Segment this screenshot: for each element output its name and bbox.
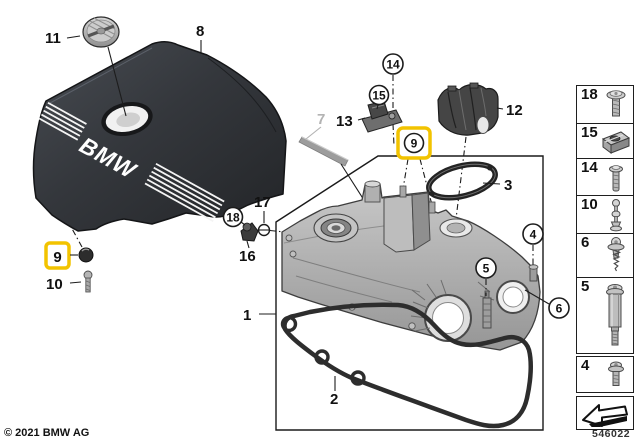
- svg-text:2: 2: [330, 391, 338, 408]
- profile-gasket-part-3: [426, 161, 498, 201]
- svg-text:18: 18: [226, 211, 240, 225]
- svg-text:3: 3: [504, 177, 512, 194]
- callout-2[interactable]: 2: [330, 376, 338, 408]
- oil-filler-hole: [101, 101, 153, 137]
- svg-text:9: 9: [53, 249, 61, 266]
- callout-8[interactable]: 8: [196, 23, 204, 53]
- copyright-text: © 2021 BMW AG: [4, 427, 90, 439]
- ball-pin-icon: [610, 198, 622, 231]
- sidebar-page-arrow[interactable]: [576, 396, 634, 430]
- callout-1[interactable]: 1: [243, 307, 276, 324]
- sidebar-cell-4[interactable]: 4: [576, 356, 634, 393]
- svg-text:4: 4: [530, 228, 537, 242]
- sidebar-cell-label: 6: [581, 233, 590, 251]
- callout-18-balloon[interactable]: 18: [222, 206, 246, 228]
- svg-text:6: 6: [556, 302, 563, 316]
- screw-part-10: [83, 270, 93, 293]
- callout-10[interactable]: 10: [46, 276, 82, 293]
- callout-17[interactable]: 17: [254, 194, 271, 223]
- sidebar-cell-label: 14: [581, 158, 598, 176]
- svg-text:10: 10: [46, 276, 63, 293]
- sidebar-cell-5[interactable]: 5: [576, 276, 634, 354]
- sidebar-cell-label: 15: [581, 123, 598, 141]
- valve-cover-part-1: [281, 180, 541, 351]
- callout-5-balloon[interactable]: 5: [475, 257, 497, 296]
- sidebar-cell-label: 10: [581, 195, 598, 213]
- sidebar-cell-6[interactable]: 6: [576, 232, 634, 279]
- assembly-frame-box: [275, 155, 544, 431]
- flange-screw-icon: [606, 90, 626, 117]
- svg-text:9: 9: [411, 137, 418, 151]
- callout-11[interactable]: 11: [45, 30, 81, 47]
- oil-filler-cap-part: [82, 16, 127, 117]
- sensor-part-16: [240, 222, 259, 242]
- svg-text:5: 5: [483, 262, 490, 276]
- callout-12[interactable]: 12: [496, 102, 523, 119]
- sidebar-cell-14[interactable]: 14: [576, 157, 634, 197]
- callout-6-balloon[interactable]: 6: [524, 289, 570, 319]
- svg-text:8: 8: [196, 23, 204, 40]
- clip-nut-icon: [601, 130, 631, 154]
- callout-7[interactable]: 7: [317, 111, 325, 128]
- sidebar-cell-label: 4: [581, 357, 590, 374]
- speed-stripes-right: [144, 162, 225, 223]
- flange-bolt-icon: [608, 361, 624, 386]
- grommet-part: [69, 224, 94, 263]
- svg-text:14: 14: [386, 58, 400, 72]
- svg-text:7: 7: [317, 111, 325, 128]
- callout-9-balloon-highlighted[interactable]: 9: [396, 126, 433, 206]
- tapping-screw-icon: [607, 236, 625, 271]
- svg-text:13: 13: [336, 113, 353, 130]
- callout-3[interactable]: 3: [482, 177, 512, 194]
- callout-13[interactable]: 13: [336, 113, 366, 130]
- vent-cover-part-12: [437, 82, 499, 220]
- svg-text:16: 16: [239, 248, 256, 265]
- svg-text:12: 12: [506, 102, 523, 119]
- screw-icon: [609, 164, 623, 191]
- diagram-number-text: 546022: [592, 428, 631, 440]
- sidebar-cell-18[interactable]: 18: [576, 85, 634, 124]
- bracket-part-13: [361, 75, 403, 147]
- callout-16[interactable]: 16: [239, 240, 256, 265]
- washer-part-17: [257, 223, 290, 237]
- callout-15-balloon[interactable]: 15: [368, 84, 390, 110]
- callout-14-balloon[interactable]: 14: [382, 53, 404, 75]
- svg-text:11: 11: [45, 30, 61, 47]
- engine-cover-part: BMW: [32, 41, 287, 232]
- page-turn-arrow-icon: [582, 404, 628, 427]
- svg-text:1: 1: [243, 307, 251, 324]
- callout-9-highlighted[interactable]: 9: [44, 241, 78, 270]
- svg-text:17: 17: [254, 194, 271, 211]
- sidebar-cell-15[interactable]: 15: [576, 122, 634, 160]
- callout-4-balloon[interactable]: 4: [522, 223, 544, 266]
- svg-text:15: 15: [372, 89, 386, 103]
- sidebar-cell-10[interactable]: 10: [576, 194, 634, 235]
- valve-cover-gasket-part-2: [280, 302, 533, 429]
- sidebar-cell-label: 18: [581, 86, 598, 103]
- speed-stripes-left: [38, 101, 87, 141]
- sleeve-stud-icon: [606, 283, 624, 345]
- sidebar-cell-label: 5: [581, 277, 590, 295]
